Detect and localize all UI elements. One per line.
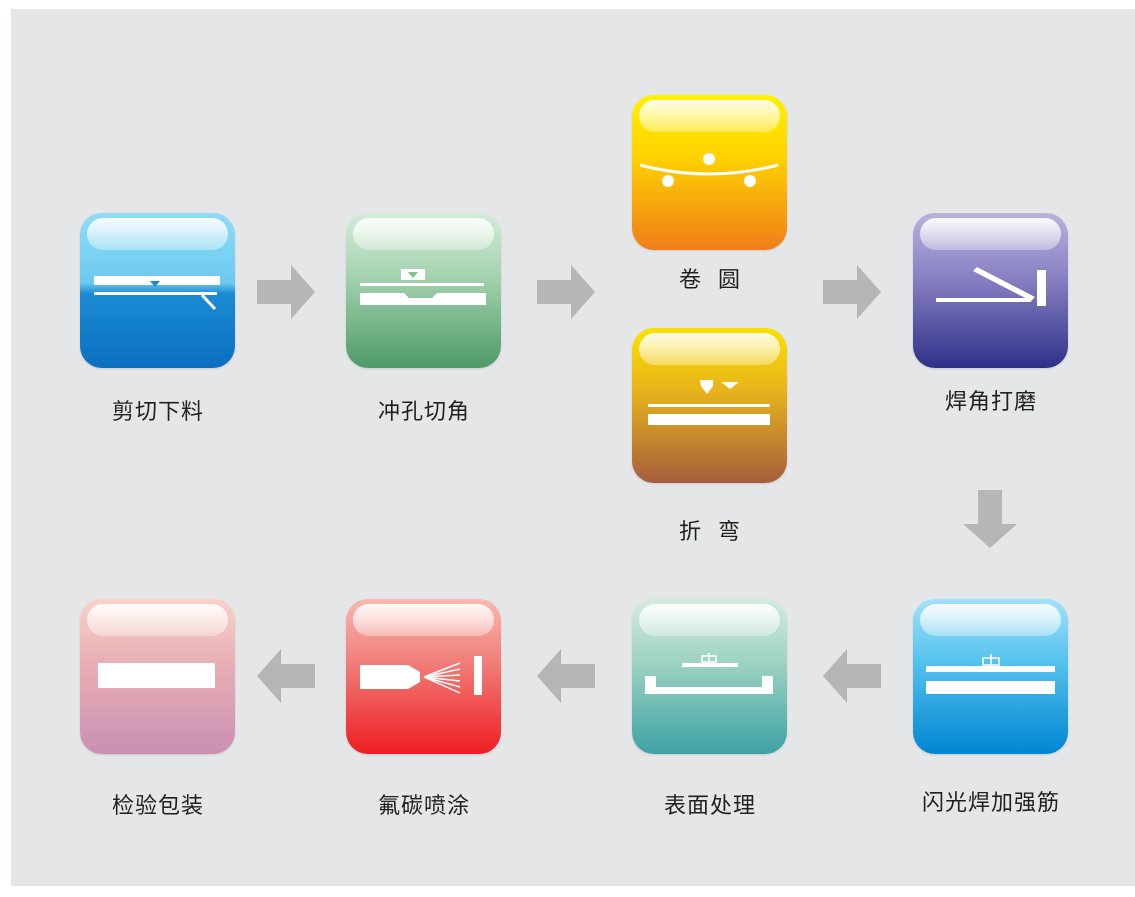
arrow-down-icon — [963, 490, 1017, 548]
node-bending — [632, 328, 787, 483]
node-welding-grinding — [913, 213, 1068, 368]
label-welding-grinding: 焊角打磨 — [944, 390, 1037, 415]
label-cutting: 剪切下料 — [111, 400, 204, 425]
gloss-highlight — [639, 100, 780, 132]
gloss-highlight — [920, 218, 1061, 250]
label-rolling: 卷 圆 — [679, 268, 741, 293]
label-inspection-packing: 检验包装 — [111, 794, 204, 819]
surface-tank-icon — [645, 653, 773, 694]
gloss-highlight — [639, 604, 780, 636]
grinding-icon — [936, 267, 1046, 306]
punch-press-icon — [360, 269, 486, 305]
arrow-left-icon — [823, 649, 881, 703]
arrow-left-icon — [257, 649, 315, 703]
gloss-highlight — [920, 604, 1061, 636]
node-cutting — [80, 213, 235, 368]
flash-weld-icon — [926, 654, 1055, 694]
node-inspection-packing — [80, 599, 235, 754]
spray-gun-icon — [360, 656, 482, 695]
gloss-highlight — [353, 604, 494, 636]
label-bending: 折 弯 — [679, 520, 741, 545]
label-surface-treatment: 表面处理 — [663, 794, 756, 819]
node-fluorocarbon-spraying — [346, 599, 501, 754]
shear-icon — [94, 276, 220, 311]
label-fluorocarbon-spraying: 氟碳喷涂 — [377, 794, 470, 819]
press-brake-icon — [648, 380, 770, 425]
arrow-left-icon — [537, 649, 595, 703]
arrow-right-icon — [537, 265, 595, 319]
process-flow-panel — [11, 9, 1135, 886]
node-rolling — [632, 95, 787, 250]
gloss-highlight — [639, 333, 780, 365]
node-flash-welding — [913, 599, 1068, 754]
gloss-highlight — [87, 218, 228, 250]
label-punching: 冲孔切角 — [377, 400, 470, 425]
label-flash-welding: 闪光焊加强筋 — [921, 791, 1060, 816]
panel-icon — [98, 663, 215, 688]
node-punching — [346, 213, 501, 368]
node-surface-treatment — [632, 599, 787, 754]
gloss-highlight — [87, 604, 228, 636]
plate-rolling-icon — [639, 153, 779, 187]
gloss-highlight — [353, 218, 494, 250]
arrow-right-icon — [257, 265, 315, 319]
arrow-right-icon — [823, 265, 881, 319]
